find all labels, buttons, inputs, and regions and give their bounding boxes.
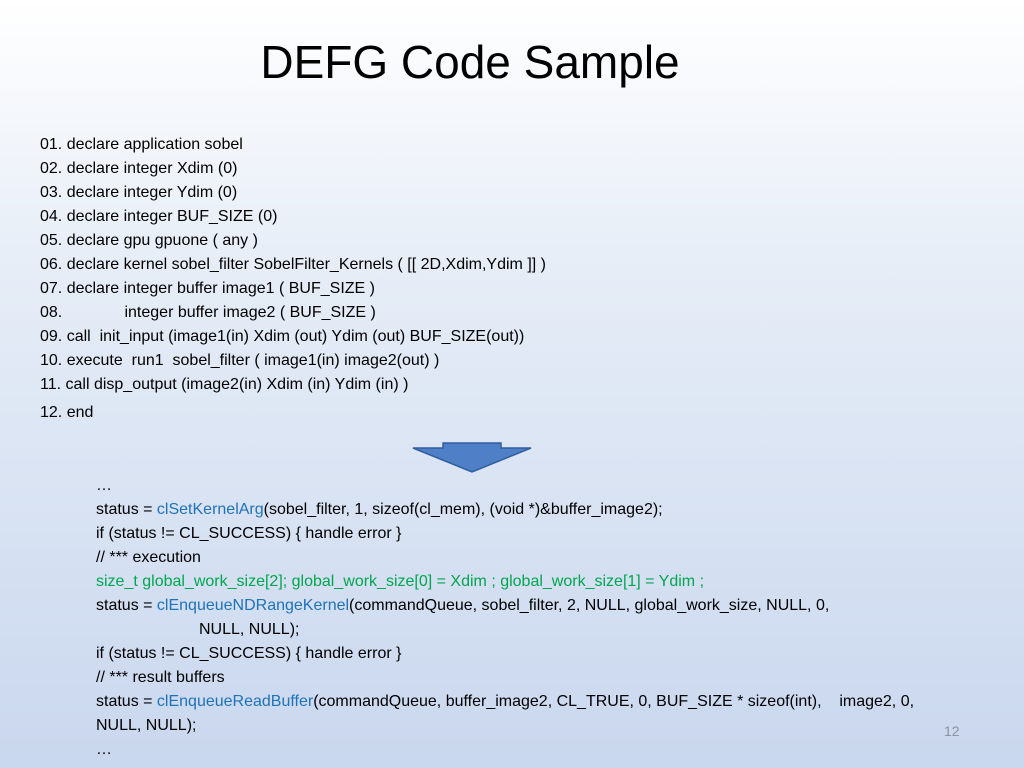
declaration-line: 07. declare integer buffer image1 ( BUF_…: [40, 280, 375, 297]
declaration-line: 01. declare application sobel: [40, 136, 243, 153]
code-line: if (status != CL_SUCCESS) { handle error…: [96, 525, 402, 542]
code-text: status =: [96, 501, 157, 518]
code-line: status = clSetKernelArg(sobel_filter, 1,…: [96, 498, 1011, 522]
down-arrow-icon: [412, 442, 532, 473]
function-name: clSetKernelArg: [156, 501, 264, 518]
code-line: if (status != CL_SUCCESS) { handle error…: [96, 645, 402, 662]
code-line: NULL, NULL);: [199, 621, 300, 638]
code-text: (commandQueue, buffer_image2, CL_TRUE, 0…: [313, 693, 915, 710]
code-text: status =: [96, 693, 157, 710]
code-line-highlight: size_t global_work_size[2]; global_work_…: [96, 573, 705, 590]
declaration-line: 08. integer buffer image2 ( BUF_SIZE ): [40, 304, 376, 321]
declaration-line: 06. declare kernel sobel_filter SobelFil…: [40, 256, 546, 273]
declaration-line: 11. call disp_output (image2(in) Xdim (i…: [40, 376, 409, 393]
code-line: status = clEnqueueNDRangeKernel(commandQ…: [96, 594, 1011, 618]
declaration-line: 12. end: [40, 404, 94, 421]
code-comment: // *** execution: [96, 549, 201, 566]
code-comment: // *** result buffers: [96, 669, 225, 686]
code-line: …: [96, 741, 112, 758]
declaration-line: 02. declare integer Xdim (0): [40, 160, 238, 177]
code-text: status =: [96, 597, 157, 614]
slide-number: 12: [944, 723, 960, 739]
code-line: …: [96, 477, 112, 494]
code-line: status = clEnqueueReadBuffer(commandQueu…: [96, 690, 1011, 714]
opencl-code-block: … status = clSetKernelArg(sobel_filter, …: [96, 474, 1011, 762]
declaration-line: 05. declare gpu gpuone ( any ): [40, 232, 258, 249]
declaration-line: 04. declare integer BUF_SIZE (0): [40, 208, 278, 225]
function-name: clEnqueueNDRangeKernel: [156, 597, 350, 614]
declaration-line: 10. execute run1 sobel_filter ( image1(i…: [40, 352, 440, 369]
declaration-line: 09. call init_input (image1(in) Xdim (ou…: [40, 328, 525, 345]
declaration-line: 03. declare integer Ydim (0): [40, 184, 238, 201]
function-name: clEnqueueReadBuffer: [156, 693, 314, 710]
code-text: (commandQueue, sobel_filter, 2, NULL, gl…: [349, 597, 830, 614]
code-line: NULL, NULL);: [96, 717, 197, 734]
declaration-list: 01. declare application sobel 02. declar…: [40, 133, 940, 425]
code-text: (sobel_filter, 1, sizeof(cl_mem), (void …: [263, 501, 663, 518]
slide-title: DEFG Code Sample: [260, 36, 680, 88]
